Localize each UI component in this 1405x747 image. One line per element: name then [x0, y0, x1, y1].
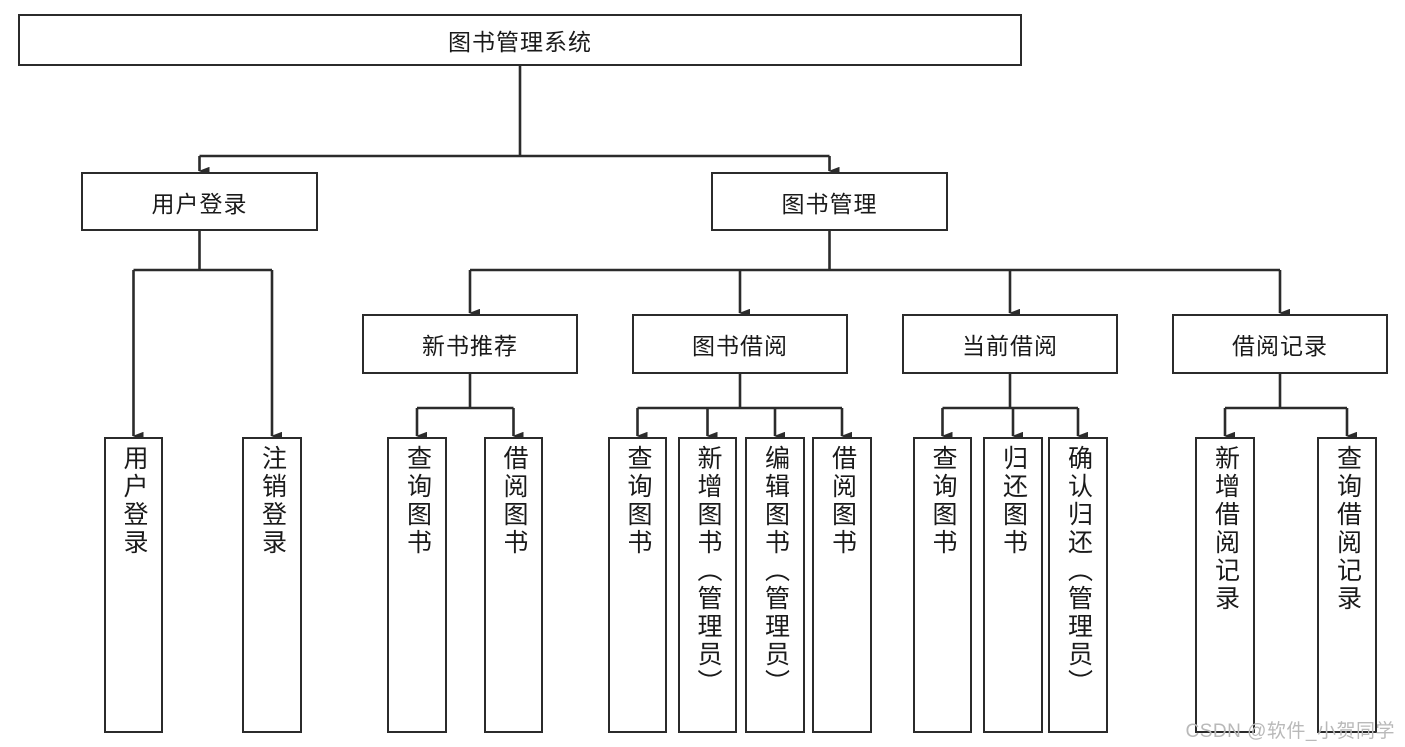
node-current-borrow[interactable]: 当前借阅: [902, 314, 1118, 374]
node-new-book-rec[interactable]: 新书推荐: [362, 314, 578, 374]
node-label: 图书管理: [781, 190, 878, 217]
node-leaf-query-book-2[interactable]: 查询图书: [608, 437, 667, 733]
node-label: 新增借阅记录: [1211, 445, 1240, 613]
node-label: 图书借阅: [692, 333, 788, 359]
node-leaf-confirm-return[interactable]: 确认归还（管理员）: [1048, 437, 1108, 733]
node-label: 注销登录: [258, 445, 287, 557]
node-label: 新增图书（管理员）: [694, 445, 722, 697]
node-label: 用户登录: [151, 190, 248, 217]
node-label: 查询借阅记录: [1333, 445, 1362, 613]
node-leaf-query-book-3[interactable]: 查询图书: [913, 437, 972, 733]
node-leaf-return-book[interactable]: 归还图书: [983, 437, 1043, 733]
node-leaf-edit-book[interactable]: 编辑图书（管理员）: [745, 437, 805, 733]
node-leaf-borrow-book-1[interactable]: 借阅图书: [484, 437, 543, 733]
node-leaf-add-record[interactable]: 新增借阅记录: [1195, 437, 1255, 733]
node-label: 借阅图书: [500, 445, 528, 557]
node-label: 当前借阅: [962, 333, 1058, 359]
node-label: 归还图书: [999, 445, 1028, 557]
node-borrow-record[interactable]: 借阅记录: [1172, 314, 1388, 374]
node-leaf-add-book[interactable]: 新增图书（管理员）: [678, 437, 737, 733]
node-root[interactable]: 图书管理系统: [18, 14, 1022, 66]
node-leaf-user-login[interactable]: 用户登录: [104, 437, 163, 733]
node-label: 查询图书: [929, 445, 957, 557]
watermark-text: CSDN @软件_小贺同学: [1185, 721, 1395, 742]
node-leaf-borrow-book-2[interactable]: 借阅图书: [812, 437, 872, 733]
node-label: 借阅记录: [1232, 333, 1328, 359]
node-book-manage[interactable]: 图书管理: [711, 172, 948, 231]
node-leaf-logout[interactable]: 注销登录: [242, 437, 302, 733]
node-label: 查询图书: [403, 445, 432, 557]
node-book-borrow[interactable]: 图书借阅: [632, 314, 848, 374]
node-leaf-query-book-1[interactable]: 查询图书: [387, 437, 447, 733]
node-label: 新书推荐: [422, 333, 518, 359]
node-label: 查询图书: [624, 445, 652, 557]
node-label: 确认归还（管理员）: [1064, 445, 1093, 697]
node-label: 编辑图书（管理员）: [761, 445, 790, 697]
node-label: 用户登录: [120, 445, 148, 557]
node-leaf-query-record[interactable]: 查询借阅记录: [1317, 437, 1377, 733]
node-label: 借阅图书: [828, 445, 857, 557]
node-label: 图书管理系统: [448, 29, 592, 55]
node-user-login[interactable]: 用户登录: [81, 172, 318, 231]
